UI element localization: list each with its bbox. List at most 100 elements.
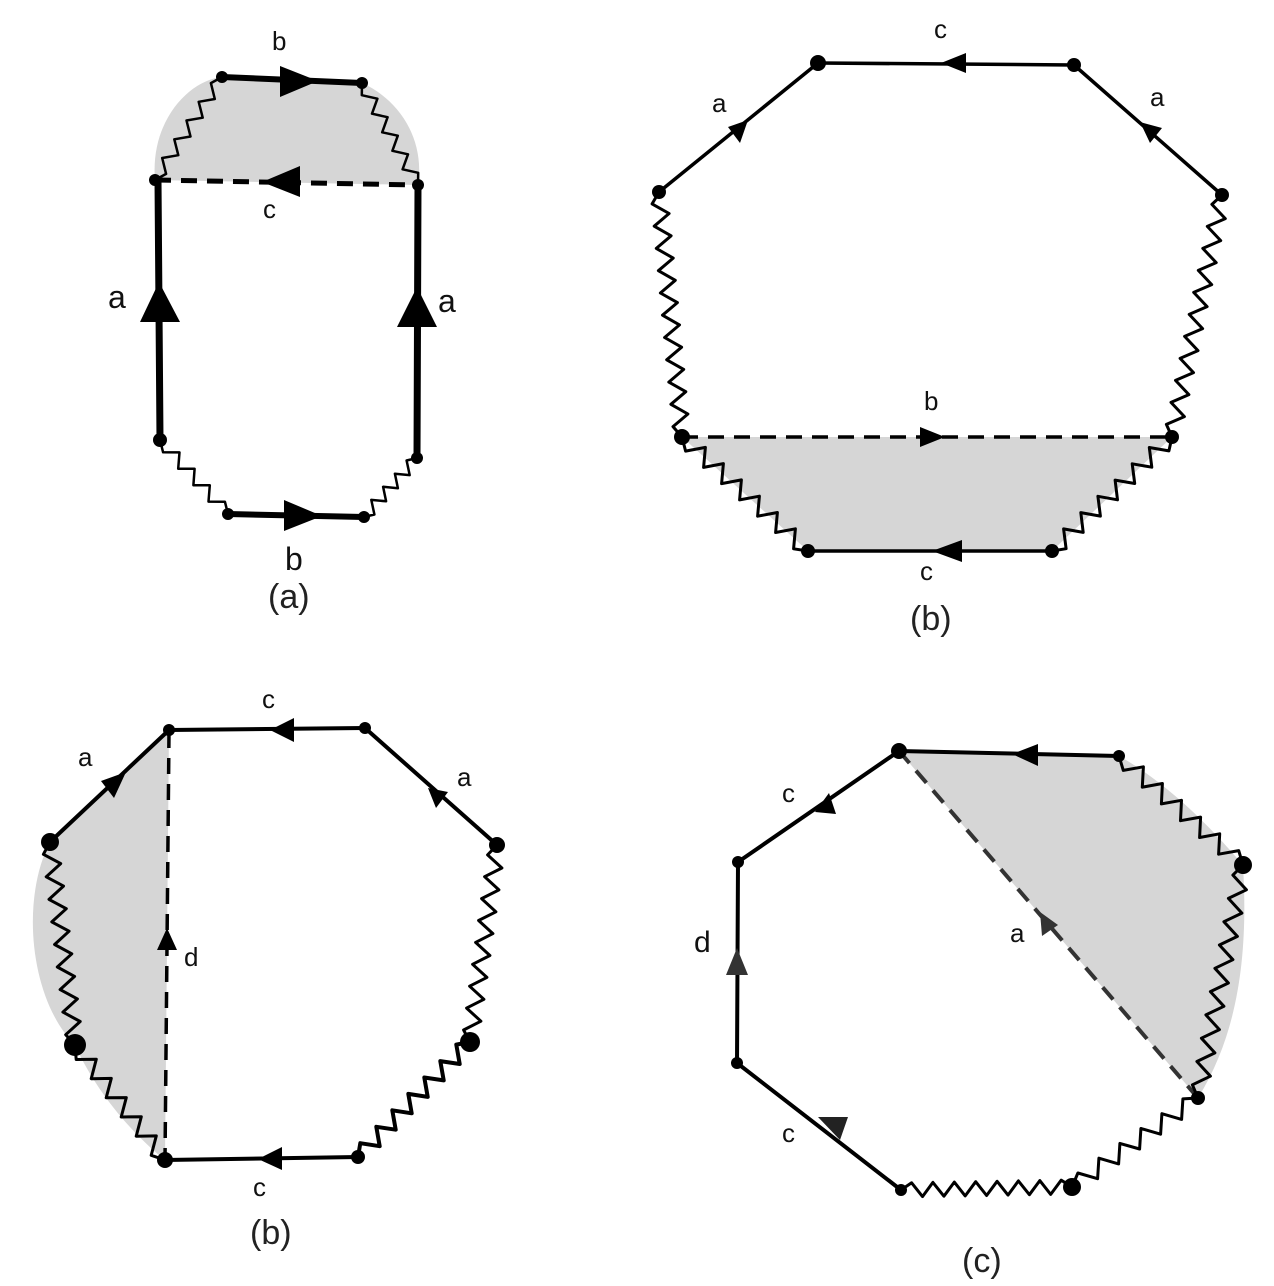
panel-b-top-wavy-edge-right [1164,193,1227,438]
panel-a-arrow-a-left [140,282,180,322]
panel-b-top: c a a b c (b) [650,14,1229,638]
panel-a-vertex [412,179,424,191]
panel-b-bottom-wavy-edge-right-lower [356,1040,471,1158]
panel-b-bottom-vertex [489,837,505,853]
panel-a-label-a-right: a [438,283,456,319]
panel-b-bottom-vertex [41,833,59,851]
panel-b-bottom-label-d: d [184,942,198,972]
panel-b-top-vertex [1165,430,1179,444]
panel-c-vertex [732,856,744,868]
panel-b-bottom-edge-c-top [167,726,367,732]
panel-a-arrow-a-right [397,287,437,327]
panel-a-shaded-region [154,77,420,185]
panel-b-bottom-edge-a-right [363,726,499,847]
panel-c: c d c a (c) [694,743,1252,1280]
panel-b-top-wavy-edge-bottom-right [1051,436,1174,553]
panel-b-top-shaded-region [682,437,1172,551]
panel-c-label-c-top: c [782,778,795,808]
panel-b-top-label-a-right: a [1150,82,1165,112]
panel-b-top-arrow-a-left [728,120,748,143]
panel-c-label-d: d [694,926,711,959]
panel-a-wavy-edge-bottom-left [158,439,230,515]
panel-b-top-vertex [1045,544,1059,558]
panel-a-caption: (a) [268,578,310,616]
panel-c-vertex [1191,1091,1205,1105]
panel-b-top-wavy-edge-left [650,191,690,438]
panel-a-arrow-b-top [280,66,318,97]
panel-b-top-vertex [801,544,815,558]
panel-b-top-vertex [810,55,826,71]
panel-b-bottom-label-c-bottom: c [253,1172,266,1202]
panel-b-bottom-vertex [157,1152,173,1168]
panel-c-wavy-edge-right-upper [1117,755,1245,866]
panel-c-arrow-c-top [815,793,836,814]
panel-c-vertex [1063,1178,1081,1196]
panel-c-label-c-bottom: c [782,1118,795,1148]
panel-a-arrow-b-bottom [284,500,322,531]
panel-b-top-wavy-edge-bottom-left [680,436,809,553]
panel-b-bottom-vertex [163,724,175,736]
panel-a-vertex [356,77,368,89]
panel-a-vertex [358,511,370,523]
panel-b-bottom-caption: (b) [250,1214,292,1252]
panel-b-top-vertex [652,185,666,199]
panel-c-edge-c-top [736,749,901,864]
panel-c-label-a: a [1010,918,1025,948]
panel-b-bottom-label-a-left: a [78,742,93,772]
panel-c-wavy-edge-bottom-left [900,1178,1073,1199]
panel-c-vertex [895,1184,907,1196]
panel-a-label-c: c [263,194,276,224]
panel-b-top-label-c-top: c [934,14,947,44]
panel-a-arrow-c [262,166,300,197]
panel-a-label-a-left: a [108,279,126,315]
panel-b-top-arrow-c-top [941,53,966,73]
panel-c-wavy-edge-right-lower [1190,863,1248,1099]
panel-c-arrow-top [1012,744,1038,766]
panel-b-top-arrow-a-right [1140,122,1162,143]
panel-a-vertex [153,433,167,447]
panel-b-top-arrow-b [920,427,945,447]
panel-c-caption: (c) [962,1242,1002,1280]
panel-a-vertex [411,452,423,464]
panel-c-shaded-region [899,751,1245,1098]
panel-a-wavy-edge-bottom-right [363,456,418,519]
panel-a-wavy-edge-top-right [360,82,420,186]
panel-a-label-b-bottom: b [285,541,303,577]
panel-c-edge-top [897,749,1121,758]
panel-c-wavy-edge-bottom-right [1070,1096,1199,1188]
panel-b-bottom-vertex [460,1032,480,1052]
panel-a: b c a a b (a) [108,26,456,616]
panel-b-bottom: c a a d c (b) [32,684,505,1252]
panel-b-bottom-arrow-a-left [101,772,126,798]
panel-b-top-arrow-c-bottom [932,540,962,562]
panel-b-top-label-a-left: a [712,88,727,118]
panel-b-bottom-vertex [64,1034,86,1056]
panel-b-bottom-arrow-d [157,928,177,950]
panel-c-arrow-a [1040,912,1058,936]
panel-a-wavy-edge-top-left [154,75,223,182]
panel-c-vertex [891,743,907,759]
panel-c-vertex [1113,750,1125,762]
panel-b-bottom-arrow-c-bottom [258,1147,282,1170]
panel-b-top-label-c-bottom: c [920,556,933,586]
panel-b-top-vertex [674,429,690,445]
panel-b-top-caption: (b) [910,600,952,638]
panel-b-bottom-label-a-right: a [457,762,472,792]
panel-b-top-vertex [1067,58,1081,72]
panel-b-top-label-b: b [924,386,938,416]
panel-b-bottom-wavy-edge-left-upper [41,841,82,1047]
panel-b-bottom-arrow-a-right [428,788,448,808]
panel-c-edge-c-bottom [735,1061,903,1192]
panel-a-label-b-top: b [272,26,286,56]
panel-a-vertex [149,174,161,186]
panel-b-bottom-vertex [351,1150,365,1164]
panel-a-vertex [216,71,228,83]
panel-b-bottom-arrow-c-top [270,718,294,742]
panel-b-bottom-label-c-top: c [262,684,275,714]
panel-b-top-vertex [1215,188,1229,202]
panel-c-arrow-c-bottom [818,1117,848,1140]
panel-b-bottom-vertex [359,722,371,734]
panel-b-bottom-shaded-region [32,730,170,1160]
panel-c-vertex [731,1057,743,1069]
